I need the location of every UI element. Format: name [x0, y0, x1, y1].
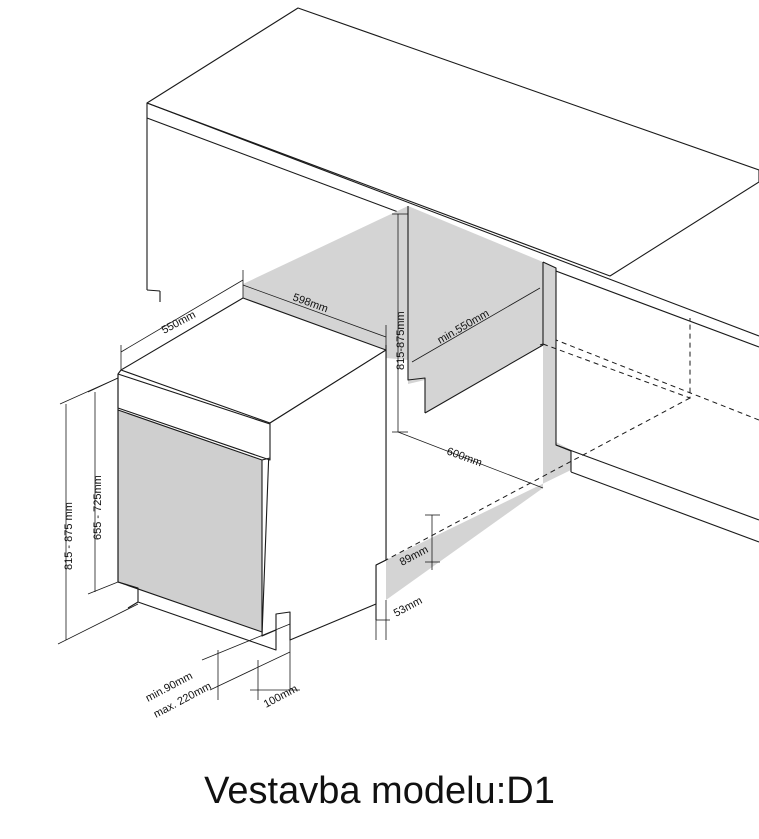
label-plinth-offset: 53mm — [392, 595, 425, 620]
label-foot-depth: 100mm — [262, 683, 300, 711]
niche-floor-dashed — [385, 318, 759, 561]
label-niche-height: 815-875mm — [395, 311, 407, 370]
label-total-height: 815 - 875 mm — [63, 502, 75, 570]
dishwasher-body — [117, 297, 387, 651]
label-door-height: 655 - 725mm — [92, 475, 104, 540]
built-in-dishwasher-diagram: 550mm 598mm 815-875mm min.550mm 600mm 89… — [57, 7, 759, 721]
caption: Vestavba modelu:D1 — [204, 770, 555, 812]
dimension-lines — [57, 213, 544, 700]
label-niche-width: 600mm — [445, 446, 484, 470]
